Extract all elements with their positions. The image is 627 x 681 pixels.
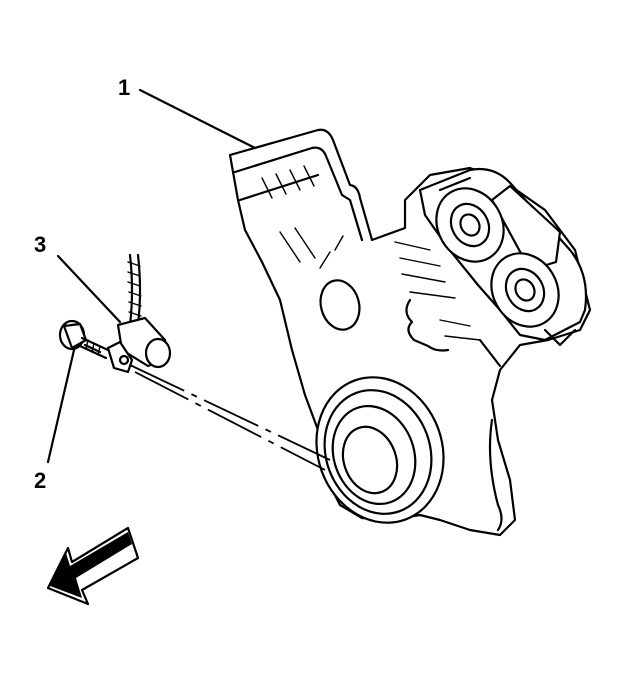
callout-1: 1 (118, 75, 130, 100)
callout-2: 2 (34, 468, 46, 493)
idler-pulley-assembly (418, 167, 588, 347)
leader-line-3 (56, 254, 122, 324)
bolt (58, 319, 110, 360)
leader-line-1 (138, 88, 257, 150)
leader-line-2 (46, 348, 76, 464)
callout-3: 3 (34, 232, 46, 257)
sensor-assembly (58, 253, 331, 471)
crankshaft-seal (315, 376, 445, 524)
front-arrow-icon (46, 526, 140, 606)
